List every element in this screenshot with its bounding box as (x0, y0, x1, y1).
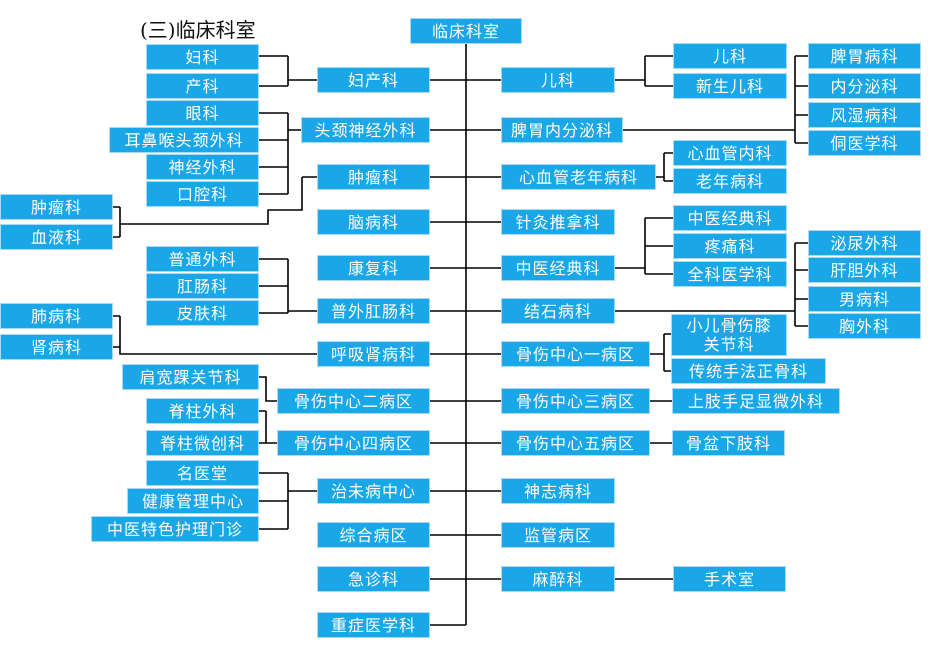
upper-limb-microsurgery-node[interactable]: 上肢手足显微外科 (672, 388, 840, 414)
shoulder-ankle-joint-node[interactable]: 肩宽踝关节科 (122, 364, 259, 390)
orthopedic-ward-5-node[interactable]: 骨伤中心五病区 (501, 430, 650, 456)
nephrology-node[interactable]: 肾病科 (0, 334, 113, 360)
operating-room-node[interactable]: 手术室 (673, 566, 786, 592)
rehabilitation-node[interactable]: 康复科 (317, 255, 430, 281)
dermatology-node[interactable]: 皮肤科 (146, 300, 259, 326)
thoracic-surgery-node[interactable]: 胸外科 (808, 313, 921, 339)
section-title: (三)临床科室 (140, 18, 256, 42)
urology-node[interactable]: 泌尿外科 (808, 230, 921, 256)
oncology-sub-node[interactable]: 肿瘤科 (0, 194, 113, 220)
ent-head-neck-surgery-node[interactable]: 耳鼻喉头颈外科 (109, 127, 259, 153)
orthopedic-ward-4-node[interactable]: 骨伤中心四病区 (277, 430, 430, 456)
emergency-node[interactable]: 急诊科 (317, 566, 430, 592)
orthopedic-ward-1-node[interactable]: 骨伤中心一病区 (501, 341, 650, 367)
obgyn-node[interactable]: 妇产科 (317, 67, 430, 93)
root-clinical-departments[interactable]: 临床科室 (410, 18, 522, 44)
pain-node[interactable]: 疼痛科 (673, 233, 787, 259)
comprehensive-ward-node[interactable]: 综合病区 (317, 522, 430, 548)
tcm-classic-sub-node[interactable]: 中医经典科 (673, 205, 787, 231)
tcm-classic-node[interactable]: 中医经典科 (501, 255, 615, 281)
anorectal-node[interactable]: 肛肠科 (146, 273, 259, 299)
head-neck-neurosurgery-node[interactable]: 头颈神经外科 (301, 117, 430, 143)
general-surgery-node[interactable]: 普通外科 (146, 246, 259, 272)
spleen-stomach-endocrine-node[interactable]: 脾胃内分泌科 (501, 117, 623, 143)
supervised-ward-node[interactable]: 监管病区 (501, 522, 615, 548)
pelvis-lower-limb-node[interactable]: 骨盆下肢科 (672, 430, 785, 456)
preventive-care-center-node[interactable]: 治未病中心 (317, 478, 430, 504)
famous-doctor-hall-node[interactable]: 名医堂 (146, 460, 259, 486)
tcm-nursing-clinic-node[interactable]: 中医特色护理门诊 (91, 516, 259, 542)
pediatric-knee-orthopedics-node[interactable]: 小儿骨伤膝关节科 (671, 314, 787, 356)
general-anorectal-surgery-node[interactable]: 普外肛肠科 (317, 298, 430, 324)
pediatrics-node[interactable]: 儿科 (501, 67, 615, 93)
orthopedic-ward-2-node[interactable]: 骨伤中心二病区 (277, 388, 430, 414)
cardiology-node[interactable]: 心血管内科 (673, 140, 787, 166)
traditional-bone-setting-node[interactable]: 传统手法正骨科 (671, 358, 826, 384)
hepatobiliary-surgery-node[interactable]: 肝胆外科 (808, 257, 921, 283)
acupuncture-massage-node[interactable]: 针灸推拿科 (501, 209, 615, 235)
neonatology-node[interactable]: 新生儿科 (673, 73, 787, 99)
cardio-geriatrics-node[interactable]: 心血管老年病科 (501, 164, 656, 190)
pediatrics-sub-node[interactable]: 儿科 (673, 43, 787, 69)
anesthesiology-node[interactable]: 麻醉科 (501, 566, 615, 592)
endocrinology-node[interactable]: 内分泌科 (808, 73, 921, 99)
stomatology-node[interactable]: 口腔科 (146, 181, 259, 207)
geriatrics-node[interactable]: 老年病科 (673, 168, 787, 194)
obstetrics-node[interactable]: 产科 (146, 73, 259, 99)
gynecology-node[interactable]: 妇科 (146, 44, 259, 70)
oncology-node[interactable]: 肿瘤科 (317, 164, 430, 190)
critical-care-node[interactable]: 重症医学科 (317, 612, 430, 638)
respiratory-nephrology-node[interactable]: 呼吸肾病科 (317, 341, 430, 367)
orthopedic-ward-3-node[interactable]: 骨伤中心三病区 (501, 388, 650, 414)
rheumatology-node[interactable]: 风湿病科 (808, 102, 921, 128)
general-practice-node[interactable]: 全科医学科 (673, 261, 787, 287)
spleen-stomach-node[interactable]: 脾胃病科 (808, 43, 921, 69)
encephalopathy-node[interactable]: 脑病科 (317, 209, 430, 235)
neurosurgery-node[interactable]: 神经外科 (146, 154, 259, 180)
andrology-node[interactable]: 男病科 (808, 286, 921, 312)
spine-surgery-node[interactable]: 脊柱外科 (146, 398, 259, 424)
hematology-node[interactable]: 血液科 (0, 224, 113, 250)
psychosomatic-node[interactable]: 神志病科 (501, 478, 615, 504)
ophthalmology-node[interactable]: 眼科 (146, 100, 259, 126)
lithiasis-node[interactable]: 结石病科 (501, 298, 615, 324)
spine-minimally-invasive-node[interactable]: 脊柱微创科 (146, 430, 259, 456)
pulmonology-node[interactable]: 肺病科 (0, 303, 113, 329)
dong-medicine-node[interactable]: 侗医学科 (808, 130, 921, 156)
health-management-center-node[interactable]: 健康管理中心 (127, 488, 259, 514)
